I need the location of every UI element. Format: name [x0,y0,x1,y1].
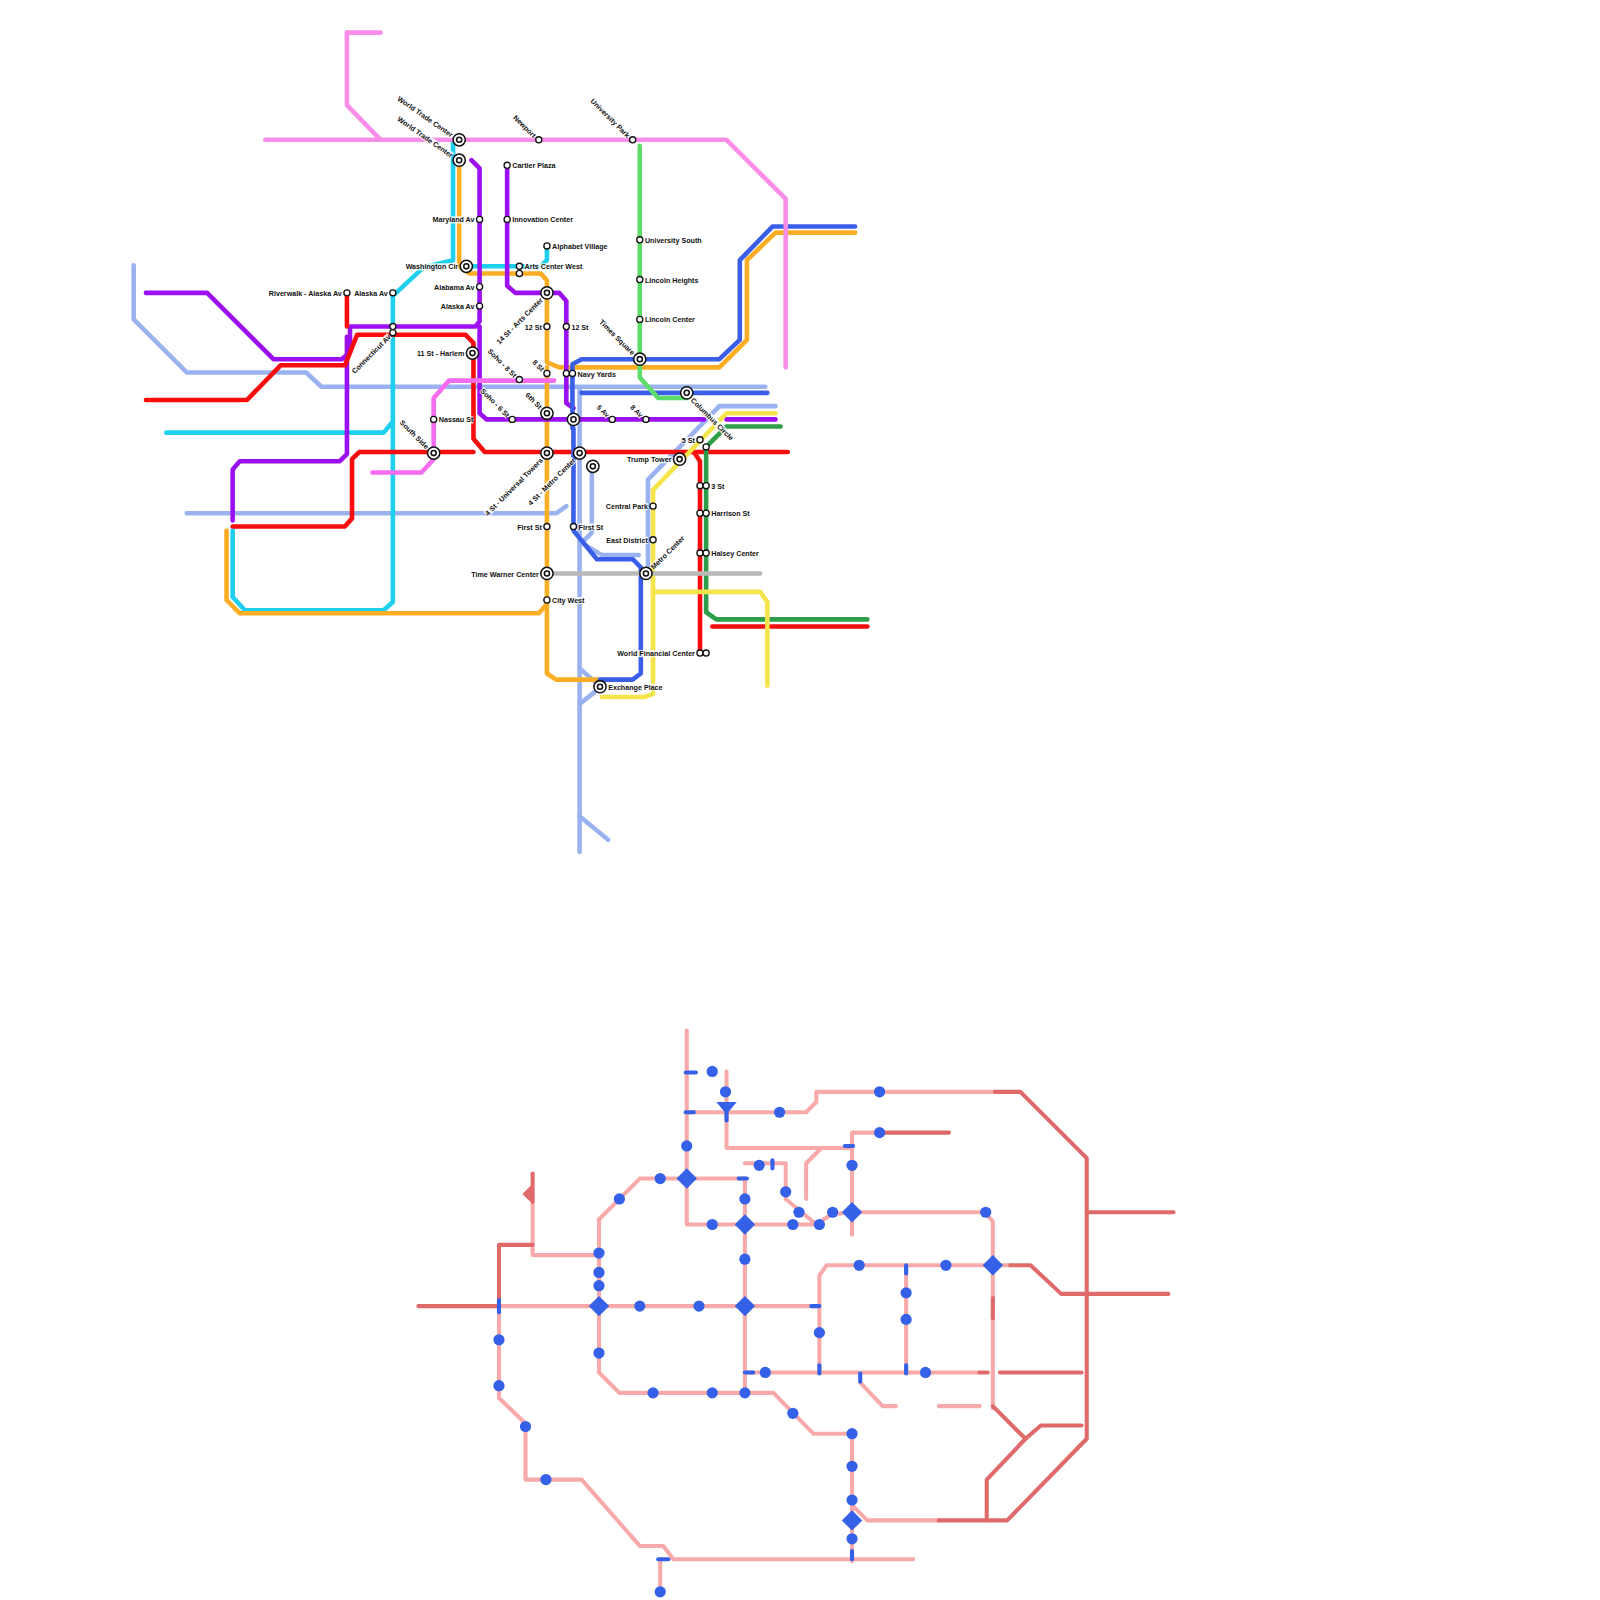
station-label: South Side [399,418,430,449]
station-label: Cartier Plaza [512,162,555,169]
station-label: Metro Center [649,534,685,570]
station-label: Times Square [598,318,636,356]
station-label: Time Warner Center [471,570,538,577]
station-label: Washington Cir [406,263,459,270]
station-label: 8 Av [629,403,644,418]
station-label: Arts Center West [524,263,582,270]
station-label: Lincoln Center [645,316,695,323]
station-label: Lincoln Heights [645,276,699,283]
station-label: 6th St [525,391,544,410]
station-label: Soho - 6 St [480,387,511,418]
station-label: Newport [512,113,537,138]
station-label: Nassau St [439,416,474,423]
station-label: First St [579,523,604,530]
station-label: Columbus Circle [690,396,735,441]
station-label: Harrison St [711,510,750,517]
station-label: Maryland Av [433,216,475,223]
station-label: East District [606,536,648,543]
station-label: Alabama Av [434,283,474,290]
station-label: First St [517,523,542,530]
station-label: 11 St - Harlem [417,349,464,356]
station-label: Exchange Place [608,683,662,690]
station-label: 3 St [711,482,724,489]
station-label: University Park [590,97,632,139]
station-label: 12 St [525,323,542,330]
station-label: 5 Av [596,403,611,418]
station-label: 4 St - Universal Towers [483,456,543,516]
station-label: Alaska Av [441,303,475,310]
station-label: University South [645,236,702,243]
station-label: World Trade Center [397,115,455,159]
station-label: World Financial Center [617,649,695,656]
station-label: Alphabet Village [552,242,607,249]
station-label: 5 St [682,436,695,443]
station-label: Navy Yards [578,370,616,377]
station-label: Central Park [606,503,648,510]
station-label: 14 St - Arts Center [495,296,544,345]
station-label: Alaska Av [354,289,388,296]
station-label: Riverwalk - Alaska Av [269,289,342,296]
station-label: Connecticut Av [350,333,392,375]
station-label: Trump Tower [627,456,671,463]
station-label: 12 St [571,323,588,330]
station-label: City West [552,596,584,603]
station-label: Soho - 8 St [487,347,518,378]
station-label: Halsey Center [711,549,759,556]
station-label: Innovation Center [512,216,573,223]
station-label: 8 St [532,358,546,372]
